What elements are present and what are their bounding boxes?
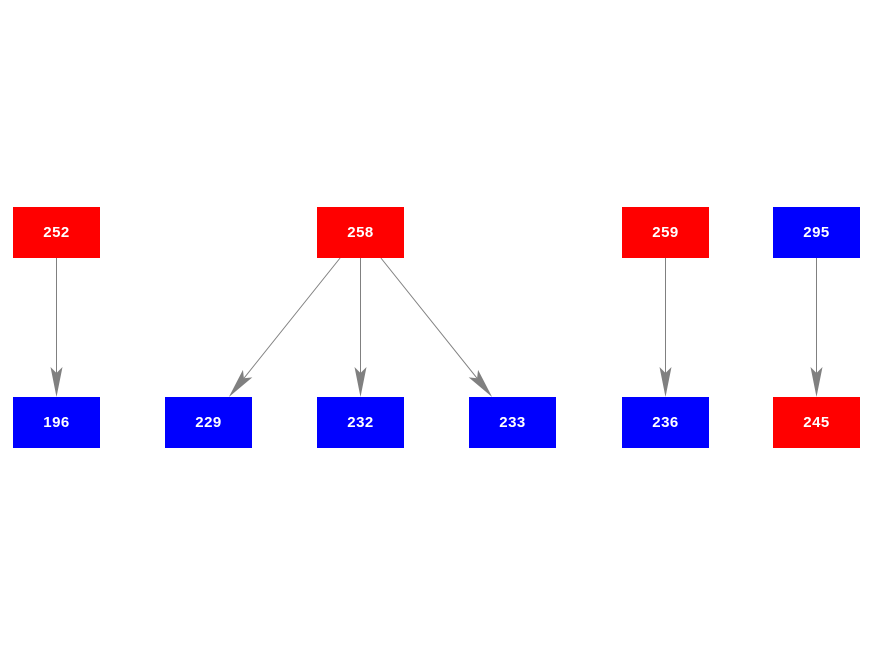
edge-258-229 — [228, 257, 341, 397]
node-label: 196 — [43, 414, 70, 431]
node-232: 232 — [317, 397, 404, 448]
arrowhead-icon — [228, 369, 253, 397]
node-252: 252 — [13, 207, 100, 258]
node-label: 236 — [652, 414, 679, 431]
node-label: 245 — [803, 414, 830, 431]
arrowhead-icon — [468, 369, 493, 397]
edge-295-245 — [810, 258, 823, 397]
node-label: 252 — [43, 224, 70, 241]
edge-line — [380, 257, 478, 379]
arrowhead-icon — [659, 367, 672, 397]
node-236: 236 — [622, 397, 709, 448]
arrowhead-icon — [810, 367, 823, 397]
edge-259-236 — [659, 258, 672, 397]
node-label: 229 — [195, 414, 222, 431]
node-label: 259 — [652, 224, 679, 241]
node-label: 233 — [499, 414, 526, 431]
node-label: 232 — [347, 414, 374, 431]
edge-258-233 — [380, 257, 493, 397]
edge-252-196 — [50, 258, 63, 397]
arrowhead-icon — [354, 367, 367, 397]
node-258: 258 — [317, 207, 404, 258]
node-259: 259 — [622, 207, 709, 258]
edge-258-232 — [354, 258, 367, 397]
node-245: 245 — [773, 397, 860, 448]
node-233: 233 — [469, 397, 556, 448]
node-196: 196 — [13, 397, 100, 448]
edge-line — [243, 257, 341, 379]
arrowhead-icon — [50, 367, 63, 397]
node-295: 295 — [773, 207, 860, 258]
node-label: 295 — [803, 224, 830, 241]
node-label: 258 — [347, 224, 374, 241]
node-229: 229 — [165, 397, 252, 448]
